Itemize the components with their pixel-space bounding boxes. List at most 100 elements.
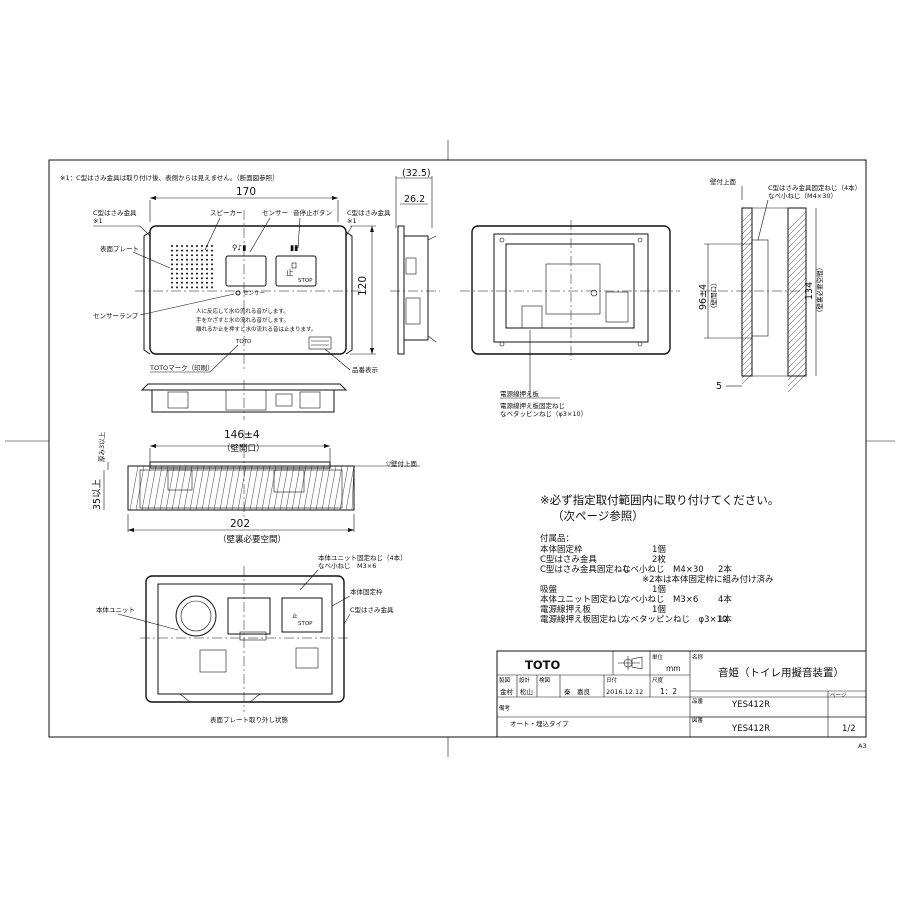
grill-hole [201, 245, 203, 247]
grill-hole [206, 268, 208, 270]
grill-hole [201, 286, 203, 289]
grill-hole [176, 281, 178, 284]
grill-hole [206, 249, 208, 252]
grill-hole [171, 263, 173, 266]
label-unit-screw-spec: なべ小ねじ M3×6 [318, 561, 376, 570]
grill-hole [206, 277, 208, 280]
label-stop-button: 音停止ボタン [293, 208, 332, 217]
grill-hole [201, 281, 203, 284]
inner-stop-text: STOP [298, 621, 313, 627]
stop-button[interactable] [275, 255, 317, 287]
grill-hole [181, 263, 183, 266]
grill-hole [181, 254, 183, 257]
sensor-lamp [235, 290, 241, 296]
unit-label: 単位 [652, 653, 664, 661]
grill-hole [176, 268, 178, 270]
plate-message-3: 離れるか止を押すと水の流れる音は止まります。 [196, 325, 316, 333]
grill-hole [171, 286, 173, 289]
grill-hole [211, 254, 213, 257]
plate-brand: TOTO [235, 339, 252, 345]
grill-hole [196, 254, 198, 257]
third-angle-projection-icon [618, 656, 643, 670]
grill-hole [176, 272, 178, 275]
grill-hole [181, 258, 183, 261]
inner-view: 本体ユニット固定ねじ（4本） なべ小ねじ M3×6 止 STOP 本体ユニット … [96, 553, 407, 724]
back-view: 電源線押え板 電源線押え板固定ねじ なべタッピンねじ（φ3×10） [460, 220, 680, 418]
dim-side-32-5: (32.5) [402, 168, 431, 179]
grill-hole [171, 277, 173, 280]
grill-hole [201, 249, 203, 252]
label-c-clip-right: C型はさみ金具 [347, 208, 391, 217]
remarks-label: 備考 [499, 704, 511, 712]
grill-hole [196, 281, 198, 284]
toto-logo: TOTO [525, 658, 560, 672]
warning-sub: （次ページ参照） [552, 509, 644, 523]
plate-message-1: 人に反応して水の流れる音がします。 [196, 307, 289, 315]
acc-name: 電源線押え板 [540, 604, 592, 615]
grill-hole [206, 286, 208, 289]
grill-hole [196, 272, 198, 275]
dim-width-170: 170 [236, 186, 256, 198]
label-c-clip-screw: C型はさみ金具固定ねじ（4本） [768, 183, 861, 192]
label-toto-mark: TOTOマーク（印刷） [149, 364, 214, 372]
sensor-lamp-caption: センサー [243, 290, 265, 297]
acc-spec: なべ小ねじ M4×30 [622, 564, 704, 575]
grill-hole [186, 281, 188, 284]
drawing-no-label: 図番 [692, 717, 704, 724]
grill-hole [206, 281, 208, 284]
grill-hole [186, 258, 188, 261]
product-name: 音姫（トイレ用擬音装置） [718, 666, 844, 679]
grill-hole [211, 268, 213, 270]
scale-label: 尺度 [652, 676, 664, 684]
grill-hole [196, 245, 198, 247]
label-wire-plate-screw: 電源線押え板固定ねじ [500, 401, 565, 410]
grill-hole [171, 272, 173, 275]
grill-hole [211, 258, 213, 261]
top-note: ※1：C型はさみ金具は取り付け後、表側からは見えません。（断面図参照） [60, 173, 279, 182]
grill-hole [196, 277, 198, 280]
inner-stop-kanji: 止 [292, 612, 298, 620]
page-value: 1/2 [842, 724, 856, 734]
grill-hole [186, 245, 188, 247]
grill-hole [201, 258, 203, 261]
stop-button-kanji: 止 [286, 267, 294, 277]
grill-hole [176, 277, 178, 280]
grill-hole [196, 249, 198, 252]
acc-qty: 1個 [652, 584, 666, 595]
grill-hole [211, 249, 213, 252]
grill-hole [211, 277, 213, 280]
grill-hole [201, 263, 203, 266]
grill-hole [196, 263, 198, 266]
front-view: 170 120 止 STOP ⚲♪▮ ▮▮ センサー 人に反応して水の流れる音が… [93, 186, 391, 374]
grill-hole [186, 277, 188, 280]
dim-202: 202 [230, 518, 250, 530]
inner-caption: 表面プレート取り外し状態 [210, 715, 289, 724]
grill-hole [181, 277, 183, 280]
grill-hole [206, 272, 208, 275]
section-view: 壁付上面 C型はさみ金具固定ねじ（4本） なべ小ねじ（M4×30） 96±4 （… [698, 177, 861, 393]
dim-35: 35以上 [92, 478, 103, 510]
role-2: 検図 [539, 676, 551, 684]
role-0: 製図 [499, 676, 511, 684]
product-label-plate [308, 336, 332, 350]
speaker [175, 595, 217, 637]
face-plate [149, 225, 347, 355]
bottom-view [140, 380, 348, 420]
label-unit-screw: 本体ユニット固定ねじ（4本） [318, 553, 407, 562]
grill-hole [186, 286, 188, 289]
grill-hole [191, 249, 193, 252]
grill-hole [211, 263, 213, 266]
acc-name: 吸盤 [540, 584, 558, 595]
dim-height-120: 120 [357, 276, 369, 296]
role-name-1: 松山 [520, 687, 533, 696]
title-block: TOTO 単位 mm 名称 音姫（トイレ用擬音装置） ページ 製図 設計 検図 … [496, 650, 867, 738]
acc-spec: ※2本は本体固定枠に組み付け済み [642, 574, 774, 585]
part-no: YES412R [731, 700, 770, 710]
warning-note: ※必ず指定取付範囲内に取り付けてください。 [540, 493, 779, 507]
acc-qty: 2本 [718, 564, 732, 575]
grill-hole [171, 258, 173, 261]
label-sensor-lamp: センサーランプ [93, 312, 139, 320]
grill-hole [181, 249, 183, 252]
grill-hole [196, 258, 198, 261]
